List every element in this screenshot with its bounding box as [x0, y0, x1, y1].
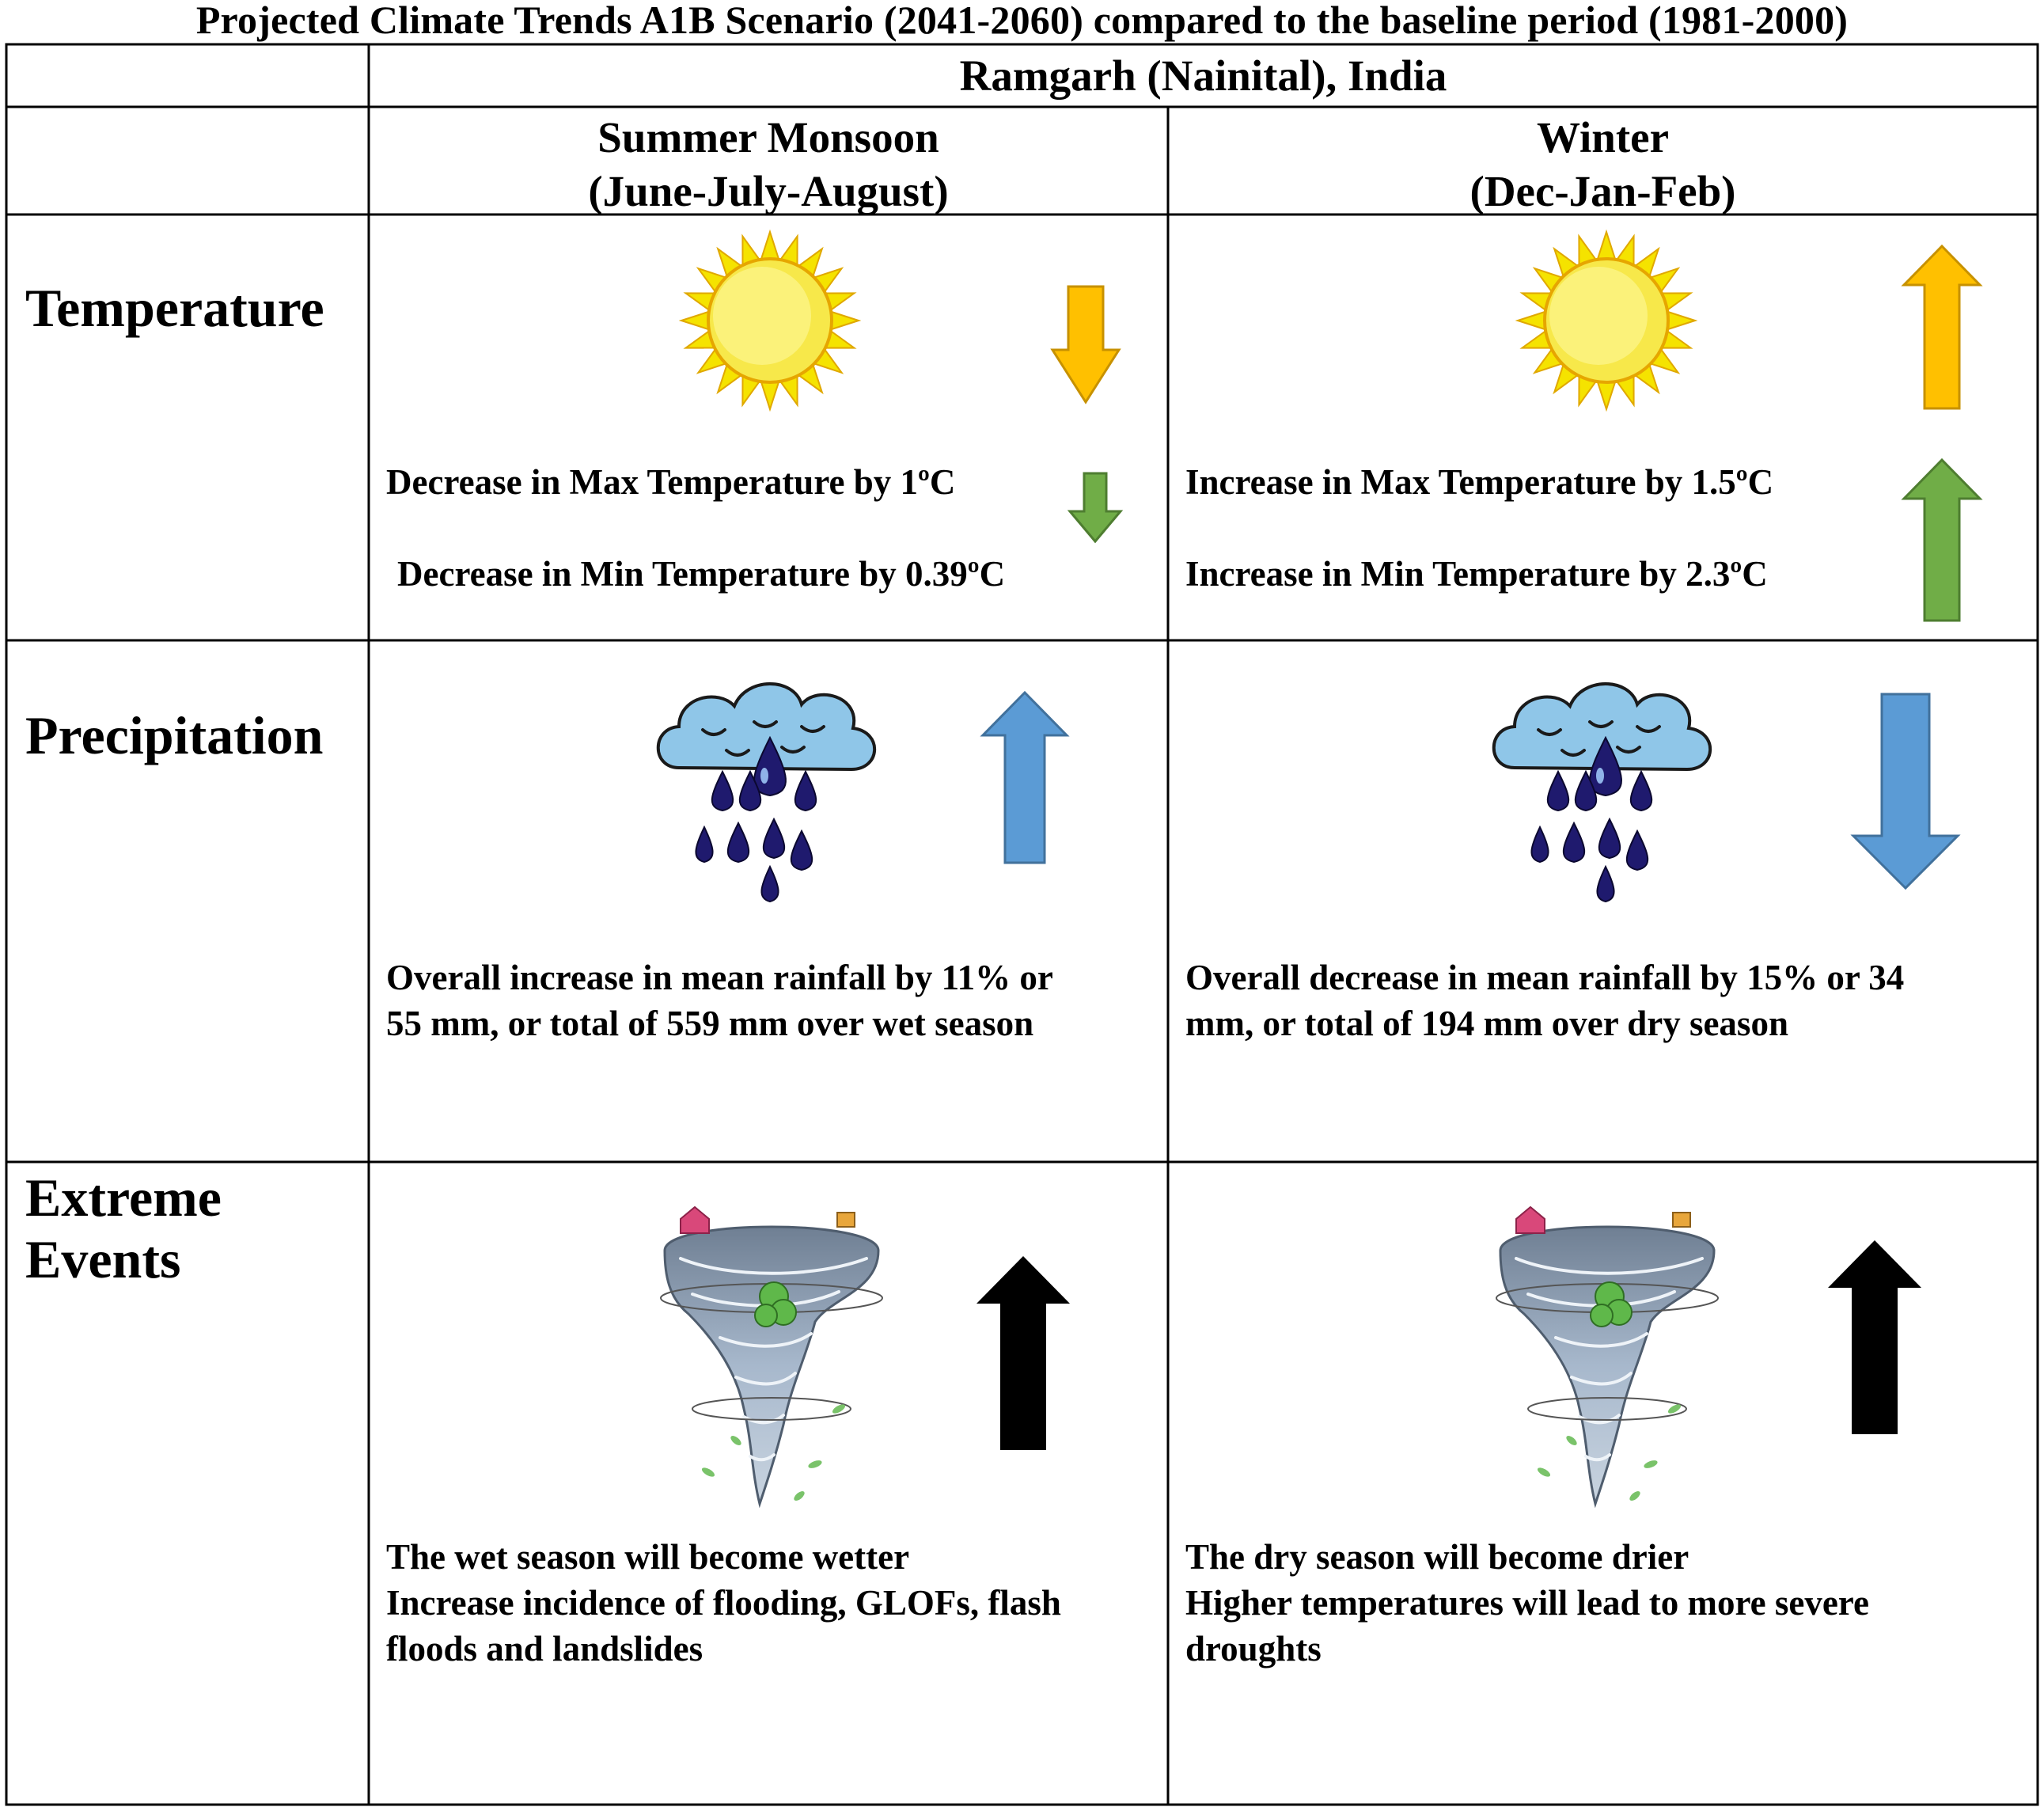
summer-rainfall-line-1: Overall increase in mean rainfall by 11%… — [386, 958, 1053, 997]
min-temp-decrease-arrow — [1067, 472, 1124, 544]
winter-max-temp-text: Increase in Max Temperature by 1.5ºC — [1185, 462, 1774, 502]
winter-extreme-line-3: droughts — [1185, 1629, 1322, 1668]
winter-min-temp-text: Increase in Min Temperature by 2.3ºC — [1185, 554, 1768, 594]
winter-season-months: (Dec-Jan-Feb) — [1469, 167, 1736, 215]
summer-extreme-text: The wet season will become wetter Increa… — [386, 1534, 1061, 1672]
summer-max-temp-text: Decrease in Max Temperature by 1ºC — [386, 462, 956, 502]
summer-season-months: (June-July-August) — [588, 167, 949, 215]
winter-rainfall-text: Overall decrease in mean rainfall by 15%… — [1185, 955, 1904, 1046]
rain-cloud-icon — [1492, 682, 1712, 903]
row-label-extreme-events: Extreme Events — [25, 1167, 222, 1290]
max-temp-increase-arrow — [1901, 244, 1983, 410]
summer-extreme-line-3: floods and landslides — [386, 1629, 703, 1668]
rainfall-increase-arrow — [980, 690, 1070, 864]
min-temp-increase-arrow — [1901, 457, 1983, 622]
location-header: Ramgarh (Nainital), India — [959, 51, 1447, 100]
tornado-icon — [660, 1205, 883, 1509]
row-label-temperature: Temperature — [25, 278, 324, 338]
extreme-events-increase-arrow — [1828, 1240, 1921, 1434]
rainfall-decrease-arrow — [1850, 693, 1961, 890]
page-title: Projected Climate Trends A1B Scenario (2… — [195, 0, 1849, 42]
winter-extreme-line-1: The dry season will become drier — [1185, 1537, 1689, 1577]
winter-rainfall-line-1: Overall decrease in mean rainfall by 15%… — [1185, 958, 1905, 997]
summer-season-name: Summer Monsoon — [597, 113, 939, 161]
winter-extreme-line-2: Higher temperatures will lead to more se… — [1185, 1583, 1869, 1623]
sun-icon — [679, 230, 861, 412]
max-temp-decrease-arrow — [1050, 285, 1121, 404]
tornado-icon — [1496, 1205, 1719, 1509]
summer-rainfall-text: Overall increase in mean rainfall by 11%… — [386, 955, 1053, 1046]
rain-cloud-icon — [656, 682, 877, 903]
row-label-extreme: Extreme — [25, 1167, 222, 1228]
summer-header: Summer Monsoon (June-July-August) — [369, 111, 1168, 218]
winter-season-name: Winter — [1536, 113, 1669, 161]
summer-extreme-line-1: The wet season will become wetter — [386, 1537, 910, 1577]
summer-extreme-line-2: Increase incidence of flooding, GLOFs, f… — [386, 1583, 1061, 1623]
row-label-events: Events — [25, 1229, 181, 1289]
winter-rainfall-line-2: mm, or total of 194 mm over dry season — [1185, 1004, 1788, 1043]
winter-extreme-text: The dry season will become drier Higher … — [1185, 1534, 1869, 1672]
summer-rainfall-line-2: 55 mm, or total of 559 mm over wet seaso… — [386, 1004, 1034, 1043]
sun-icon — [1515, 230, 1697, 412]
row-label-precipitation: Precipitation — [25, 705, 324, 765]
winter-header: Winter (Dec-Jan-Feb) — [1168, 111, 2038, 218]
extreme-events-increase-arrow — [976, 1256, 1070, 1450]
summer-min-temp-text: Decrease in Min Temperature by 0.39ºC — [397, 554, 1006, 594]
